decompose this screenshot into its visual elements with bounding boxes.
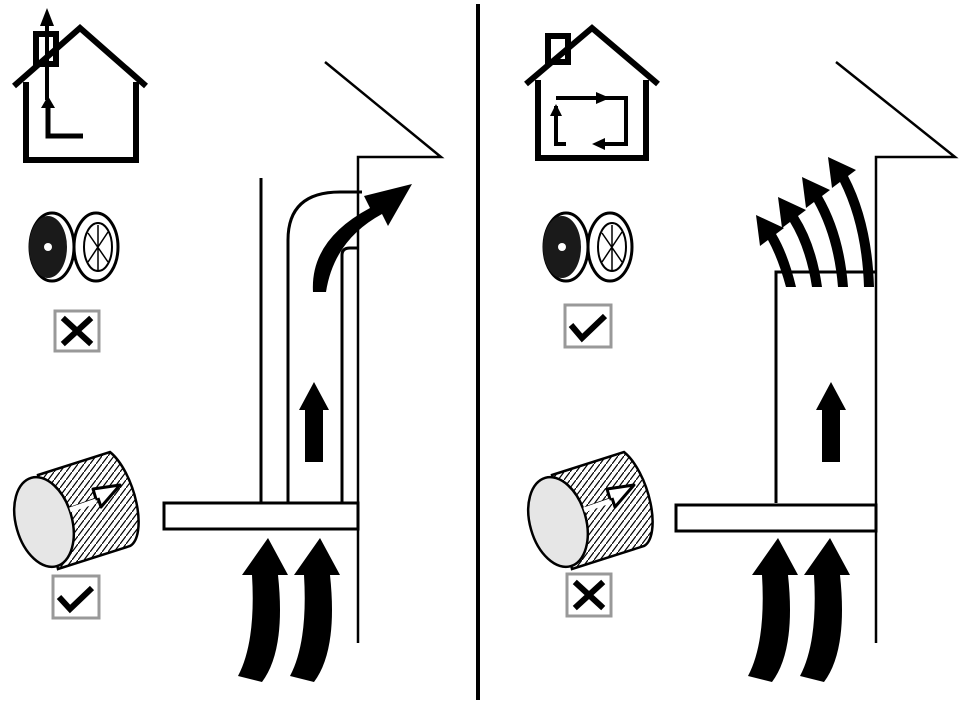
check-mark-icon [51,574,101,620]
rising-fumes-arrows [748,538,850,682]
cross-mark-icon [565,572,613,618]
flexible-duct-icon [12,450,140,571]
chimney-cover [774,270,876,503]
hood-canopy [162,501,360,531]
roof-ceiling [324,61,445,643]
rising-fumes-arrows [238,538,340,682]
charcoal-filter-icon [28,211,120,283]
roof-ceiling [835,61,959,643]
panel-recirculation [524,24,959,682]
charcoal-filter-icon [542,211,634,283]
airflow-outlet-arrow [312,184,412,292]
hood-canopy [674,503,878,533]
house-recirculate-icon [524,24,660,161]
airflow-up-arrow [299,382,329,462]
exhaust-duct [286,190,362,503]
flexible-duct-icon [526,450,654,571]
cross-mark-icon [53,309,101,353]
airflow-up-arrow [816,382,846,462]
recirculated-air-arrows [756,157,874,287]
check-mark-icon [563,303,613,349]
house-vent-outside-icon [12,8,148,163]
panel-extraction [12,8,445,682]
